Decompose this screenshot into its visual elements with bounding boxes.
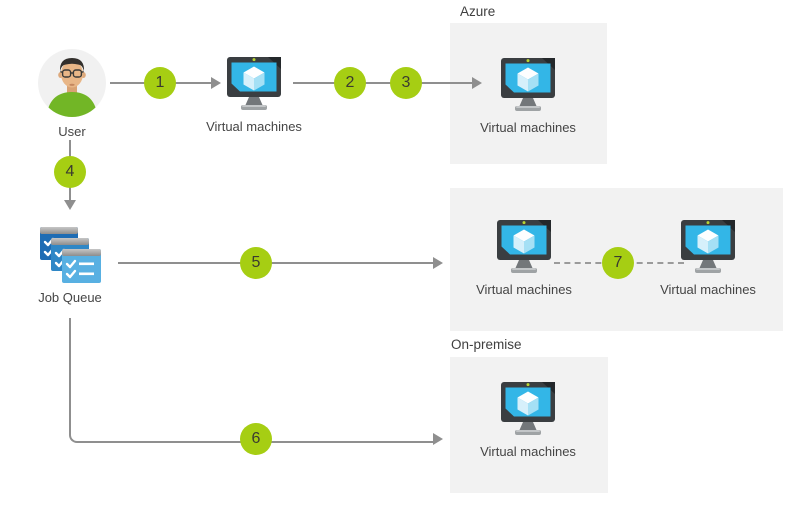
virtual-machine-icon (501, 58, 555, 111)
user-node: User (7, 48, 137, 139)
virtual-machine-icon (681, 220, 735, 273)
arrow-vm-to-azure-head-icon (472, 77, 482, 89)
job-queue-node: Job Queue (5, 227, 135, 305)
step-badge-2: 2 (334, 67, 366, 99)
arrow-user-to-vm-head-icon (211, 77, 221, 89)
vm-on-premise-label: Virtual machines (480, 444, 576, 459)
step-badge-4: 4 (54, 156, 86, 188)
step-badge-3: 3 (390, 67, 422, 99)
vm-scale-left-node: Virtual machines (459, 220, 589, 297)
arrow-queue-to-scaleset-line (118, 262, 433, 264)
user-label: User (58, 124, 86, 139)
step-badge-1: 1 (144, 67, 176, 99)
job-queue-icon (40, 227, 101, 283)
vm-entry-node: Virtual machines (189, 57, 319, 134)
step-badge-6: 6 (240, 423, 272, 455)
virtual-machine-icon (227, 57, 281, 110)
step-badge-5: 5 (240, 247, 272, 279)
arrow-queue-to-scaleset-head-icon (433, 257, 443, 269)
virtual-machine-icon (501, 382, 555, 435)
on-premise-zone-label: On-premise (451, 337, 522, 352)
vm-scale-right-node: Virtual machines (643, 220, 773, 297)
job-queue-label: Job Queue (38, 290, 102, 305)
vm-entry-label: Virtual machines (206, 119, 302, 134)
user-avatar-icon (38, 49, 106, 117)
vm-on-premise-node: Virtual machines (463, 382, 593, 459)
azure-zone-label: Azure (460, 4, 496, 19)
virtual-machine-icon (497, 220, 551, 273)
arrow-user-to-queue-head-icon (64, 200, 76, 210)
vm-azure-node: Virtual machines (463, 58, 593, 135)
arrow-queue-to-onpremise-head-icon (433, 433, 443, 445)
step-badge-7: 7 (602, 247, 634, 279)
vm-scale-left-label: Virtual machines (476, 282, 572, 297)
arrow-vm-to-azure-line (293, 82, 472, 84)
vm-azure-label: Virtual machines (480, 120, 576, 135)
vm-scale-right-label: Virtual machines (660, 282, 756, 297)
